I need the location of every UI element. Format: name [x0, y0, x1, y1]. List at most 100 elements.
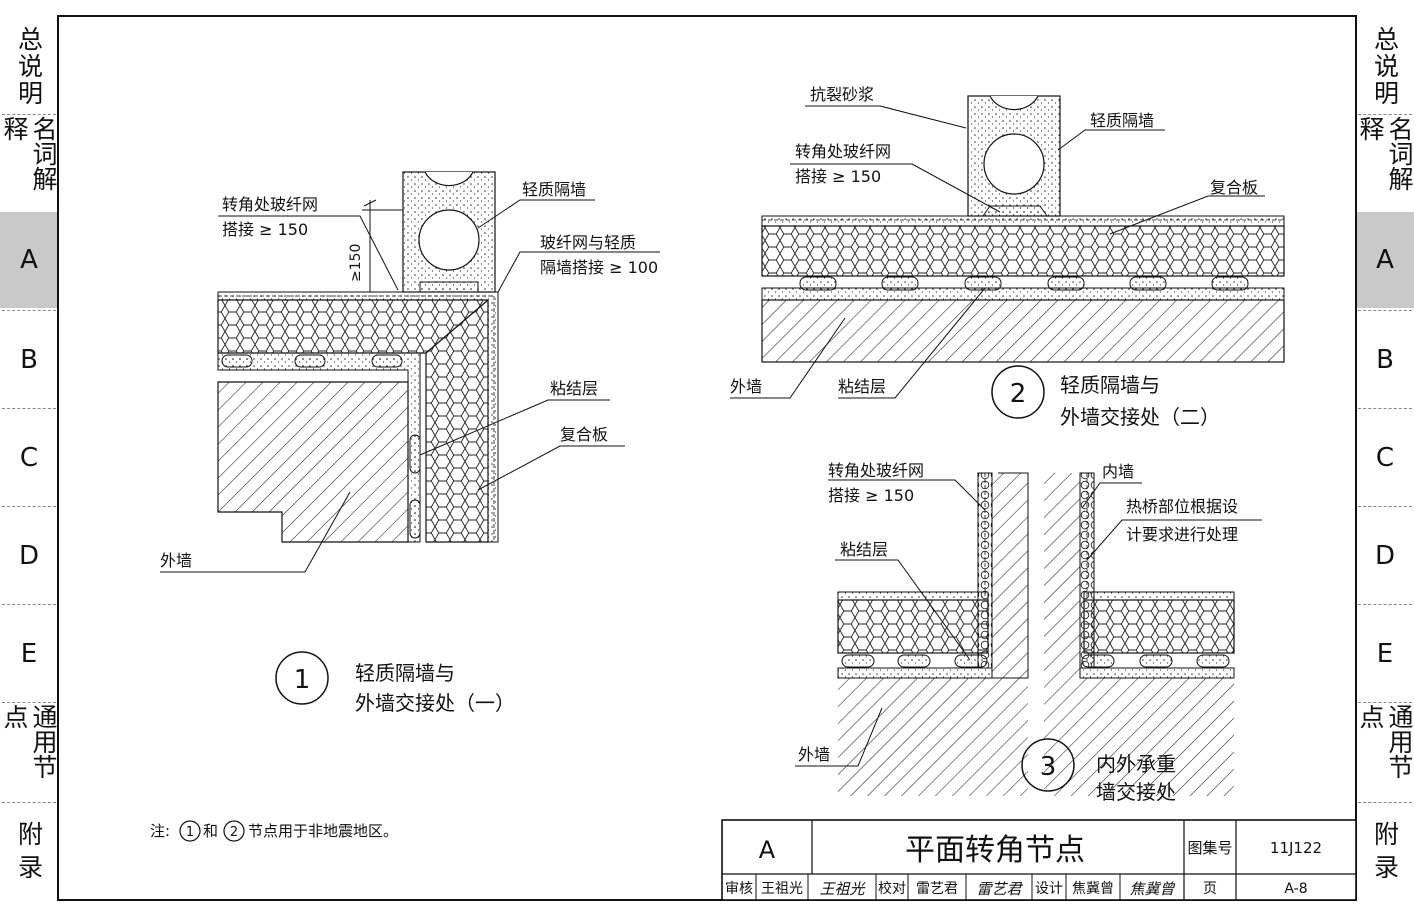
- d2-adhesive-label: 粘结层: [838, 377, 886, 396]
- designer-signature: 焦冀曾: [1129, 880, 1175, 898]
- tab-label: E: [1376, 639, 1394, 669]
- d1-mesh-label-2: 搭接 ≥ 150: [222, 220, 308, 239]
- d3-inner-label: 内墙: [1102, 462, 1134, 481]
- side-index-left: 总说明 名词解释 A B C D E 通用节点 附录: [0, 0, 58, 917]
- tab-label: D: [1374, 541, 1396, 571]
- divider: [1358, 506, 1412, 507]
- tab-terms[interactable]: 名词解释: [1356, 116, 1414, 212]
- reviewer-signature: 王祖光: [819, 880, 865, 898]
- divider: [2, 408, 56, 409]
- tab-c[interactable]: C: [1356, 410, 1414, 506]
- tab-label: 名词解释: [0, 116, 58, 191]
- d1-exterior-label: 外墙: [160, 551, 192, 570]
- divider: [1358, 702, 1412, 703]
- tab-b[interactable]: B: [0, 312, 58, 408]
- tab-b[interactable]: B: [1356, 312, 1414, 408]
- callout-number: 3: [1040, 752, 1057, 782]
- tab-label: B: [20, 345, 38, 375]
- d1-overlap-label-1: 玻纤网与轻质: [540, 233, 636, 252]
- designer-label: 设计: [1035, 881, 1063, 897]
- tab-e[interactable]: E: [0, 606, 58, 702]
- d2-mesh-label-2: 搭接 ≥ 150: [795, 167, 881, 186]
- d2-mortar-label: 抗裂砂浆: [810, 85, 874, 104]
- divider: [1358, 310, 1412, 311]
- tab-general-notes[interactable]: 总说明: [1356, 18, 1414, 114]
- detail-title: 轻质隔墙与: [1060, 373, 1160, 397]
- tab-label: A: [1376, 245, 1394, 275]
- tab-d[interactable]: D: [0, 508, 58, 604]
- tab-label: B: [1376, 345, 1394, 375]
- tab-a[interactable]: A: [0, 212, 58, 308]
- title-block: A 平面转角节点 图集号 11J122 审核 王祖光 王祖光 校对 雷艺君 雷艺…: [721, 819, 1357, 901]
- note-prefix: 注:: [150, 822, 170, 840]
- divider: [2, 310, 56, 311]
- divider: [1358, 802, 1412, 803]
- reviewer-label: 审核: [725, 881, 753, 897]
- tab-general-notes[interactable]: 总说明: [0, 18, 58, 114]
- checker-label: 校对: [878, 880, 906, 897]
- exterior-wall-hatch: [217, 381, 409, 543]
- detail-title: 外墙交接处（二）: [1060, 405, 1220, 429]
- detail-1-drawing: [217, 171, 499, 543]
- detail-3-leaders: [795, 479, 1262, 767]
- detail-1-callout: 1 轻质隔墙与 外墙交接处（一）: [275, 651, 515, 715]
- tab-label: 附录: [14, 821, 44, 887]
- drawing-title: 平面转角节点: [905, 833, 1085, 868]
- tab-appendix[interactable]: 附录: [1356, 806, 1414, 902]
- tab-label: 附录: [1370, 821, 1400, 887]
- page-value: A-8: [1284, 881, 1307, 897]
- detail-3-callout: 3 内外承重 墙交接处: [1021, 738, 1176, 804]
- note-mid: 和: [203, 822, 218, 840]
- d3-adhesive-label: 粘结层: [840, 540, 888, 559]
- reviewer-name: 王祖光: [761, 881, 803, 897]
- page-label: 页: [1203, 881, 1217, 897]
- detail-2-leaders: [730, 105, 1265, 399]
- designer-name: 焦冀曾: [1072, 881, 1114, 897]
- d3-exterior-label: 外墙: [798, 745, 830, 764]
- tab-label: 总说明: [1370, 25, 1400, 107]
- note: 注: 1 和 2 节点用于非地震地区。: [150, 820, 398, 842]
- tab-label: 通用节点: [1356, 704, 1414, 779]
- d1-dim-label: ≥150: [348, 244, 364, 282]
- atlas-value: 11J122: [1270, 839, 1322, 857]
- divider: [2, 702, 56, 703]
- divider: [2, 506, 56, 507]
- divider: [2, 802, 56, 803]
- tab-d[interactable]: D: [1356, 508, 1414, 604]
- exterior-wall-hatch: [761, 299, 1285, 363]
- divider: [2, 114, 56, 115]
- divider: [1358, 604, 1412, 605]
- callout-number: 1: [294, 665, 311, 695]
- d2-composite-label: 复合板: [1210, 178, 1258, 197]
- divider: [1358, 408, 1412, 409]
- section-letter: A: [759, 836, 776, 864]
- d2-partition-label: 轻质隔墙: [1090, 111, 1154, 130]
- callout-number: 2: [1010, 379, 1027, 409]
- note-ref-2: 2: [230, 825, 238, 840]
- d1-overlap-label-2: 隔墙搭接 ≥ 100: [540, 258, 658, 277]
- d1-composite-label: 复合板: [560, 425, 608, 444]
- tab-e[interactable]: E: [1356, 606, 1414, 702]
- d3-mesh-label-1: 转角处玻纤网: [828, 461, 924, 480]
- sheet-frame: [57, 15, 1357, 901]
- detail-title: 轻质隔墙与: [355, 661, 455, 685]
- tab-c[interactable]: C: [0, 410, 58, 506]
- detail-2-drawing: [761, 95, 1285, 363]
- detail-title: 墙交接处: [1096, 780, 1176, 804]
- atlas-label: 图集号: [1187, 839, 1232, 857]
- tab-a[interactable]: A: [1356, 212, 1414, 308]
- note-ref-1: 1: [186, 825, 194, 840]
- detail-title: 外墙交接处（一）: [355, 691, 515, 715]
- d3-mesh-label-2: 搭接 ≥ 150: [828, 486, 914, 505]
- tab-terms[interactable]: 名词解释: [0, 116, 58, 212]
- tab-common-nodes[interactable]: 通用节点: [0, 704, 58, 800]
- d3-bridge-label-2: 计要求进行处理: [1126, 525, 1238, 544]
- composite-board: [761, 225, 1285, 277]
- tab-common-nodes[interactable]: 通用节点: [1356, 704, 1414, 800]
- tab-appendix[interactable]: 附录: [0, 806, 58, 902]
- checker-name: 雷艺君: [916, 881, 958, 897]
- d2-mesh-label-1: 转角处玻纤网: [795, 142, 891, 161]
- tab-label: 名词解释: [1356, 116, 1414, 191]
- tab-label: C: [19, 443, 39, 473]
